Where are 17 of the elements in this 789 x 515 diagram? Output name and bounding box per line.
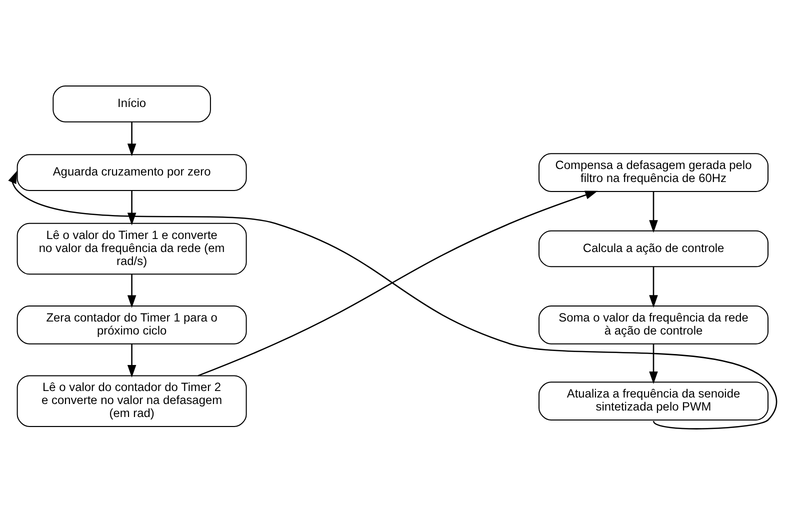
node-box: Lê o valor do Timer 1 e converte no valor da frequência da rede (em rad/s) (16, 222, 247, 275)
arrow (649, 344, 658, 384)
arrow (198, 190, 598, 376)
node-box: Lê o valor do contador do Timer 2 e converte no valor na defasagem (em rad) (16, 375, 247, 427)
arrow (649, 266, 658, 308)
node-box: Zera contador do Timer 1 para o próximo ciclo (16, 306, 247, 344)
node-box: Calcula a ação de controle (538, 230, 768, 268)
arrow (8, 170, 777, 430)
arrow (127, 122, 136, 156)
arrow (649, 192, 658, 233)
node-box: Início (52, 85, 211, 122)
node-box: Compensa a defasagem gerada pelo filtro na frequência de 60Hz (538, 153, 768, 192)
node-box: Soma o valor da frequência da rede à ação de controle (538, 306, 768, 344)
arrow (127, 274, 136, 308)
node-box: Atualiza a frequência da senoide sintetizada pelo PWM (538, 382, 768, 420)
node-box: Aguarda cruzamento por zero (16, 154, 247, 192)
arrow (127, 344, 136, 378)
